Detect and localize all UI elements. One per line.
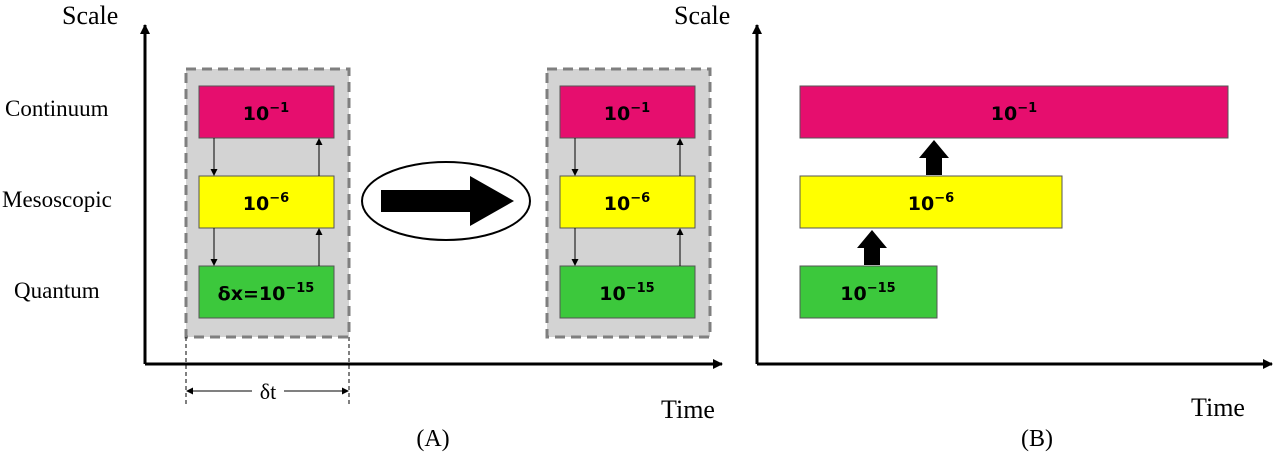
right-scale-group: 10−1 10−6 10−15 [545,67,712,339]
up-arrow-icon-quantum-to-mesoscopic [857,230,887,265]
left-quantum-label: δx=10−15 [218,281,315,305]
right-continuum-label: 10−1 [604,101,650,125]
left-continuum-box [198,85,335,139]
panel-b-x-axis-label: Time [1191,393,1245,422]
row-label-quantum: Quantum [14,278,100,303]
panel-b-mesoscopic-bar [799,175,1063,229]
right-arrow-icon [381,176,514,226]
panel-b-quantum-bar [799,265,938,319]
delta-t-marker: δt [185,337,350,405]
panel-b-continuum-label: 10−1 [991,101,1037,125]
up-arrow-icon-mesoscopic-to-continuum [919,140,949,175]
left-mesoscopic-box [198,175,335,229]
time-advance-arrow [361,161,531,241]
right-mesoscopic-label: 10−6 [604,191,650,215]
panel-a-y-axis-label: Scale [62,1,118,30]
right-quantum-label: 10−15 [599,281,654,305]
delta-t-label: δt [260,379,276,404]
panel-b: Scale Time 10−1 10−6 10−15 (B) [674,1,1273,452]
panel-b-caption: (B) [1021,426,1053,452]
right-continuum-box [559,85,696,139]
panel-b-y-axis-label: Scale [674,1,730,30]
panel-a-x-axis-label: Time [661,395,715,424]
panel-b-mesoscopic-label: 10−6 [908,191,954,215]
row-label-mesoscopic: Mesoscopic [2,187,112,212]
left-mesoscopic-label: 10−6 [243,191,289,215]
right-quantum-box [559,265,696,319]
left-continuum-label: 10−1 [243,101,289,125]
left-quantum-box [198,265,335,319]
row-label-continuum: Continuum [5,96,109,121]
panel-b-continuum-bar [799,85,1229,139]
right-mesoscopic-box [559,175,696,229]
panel-a: Scale Time Continuum Mesoscopic Quantum … [2,1,723,452]
left-scale-group: 10−1 10−6 δx=10−15 [184,67,351,339]
panel-a-caption: (A) [416,426,449,452]
panel-b-quantum-label: 10−15 [840,281,895,305]
